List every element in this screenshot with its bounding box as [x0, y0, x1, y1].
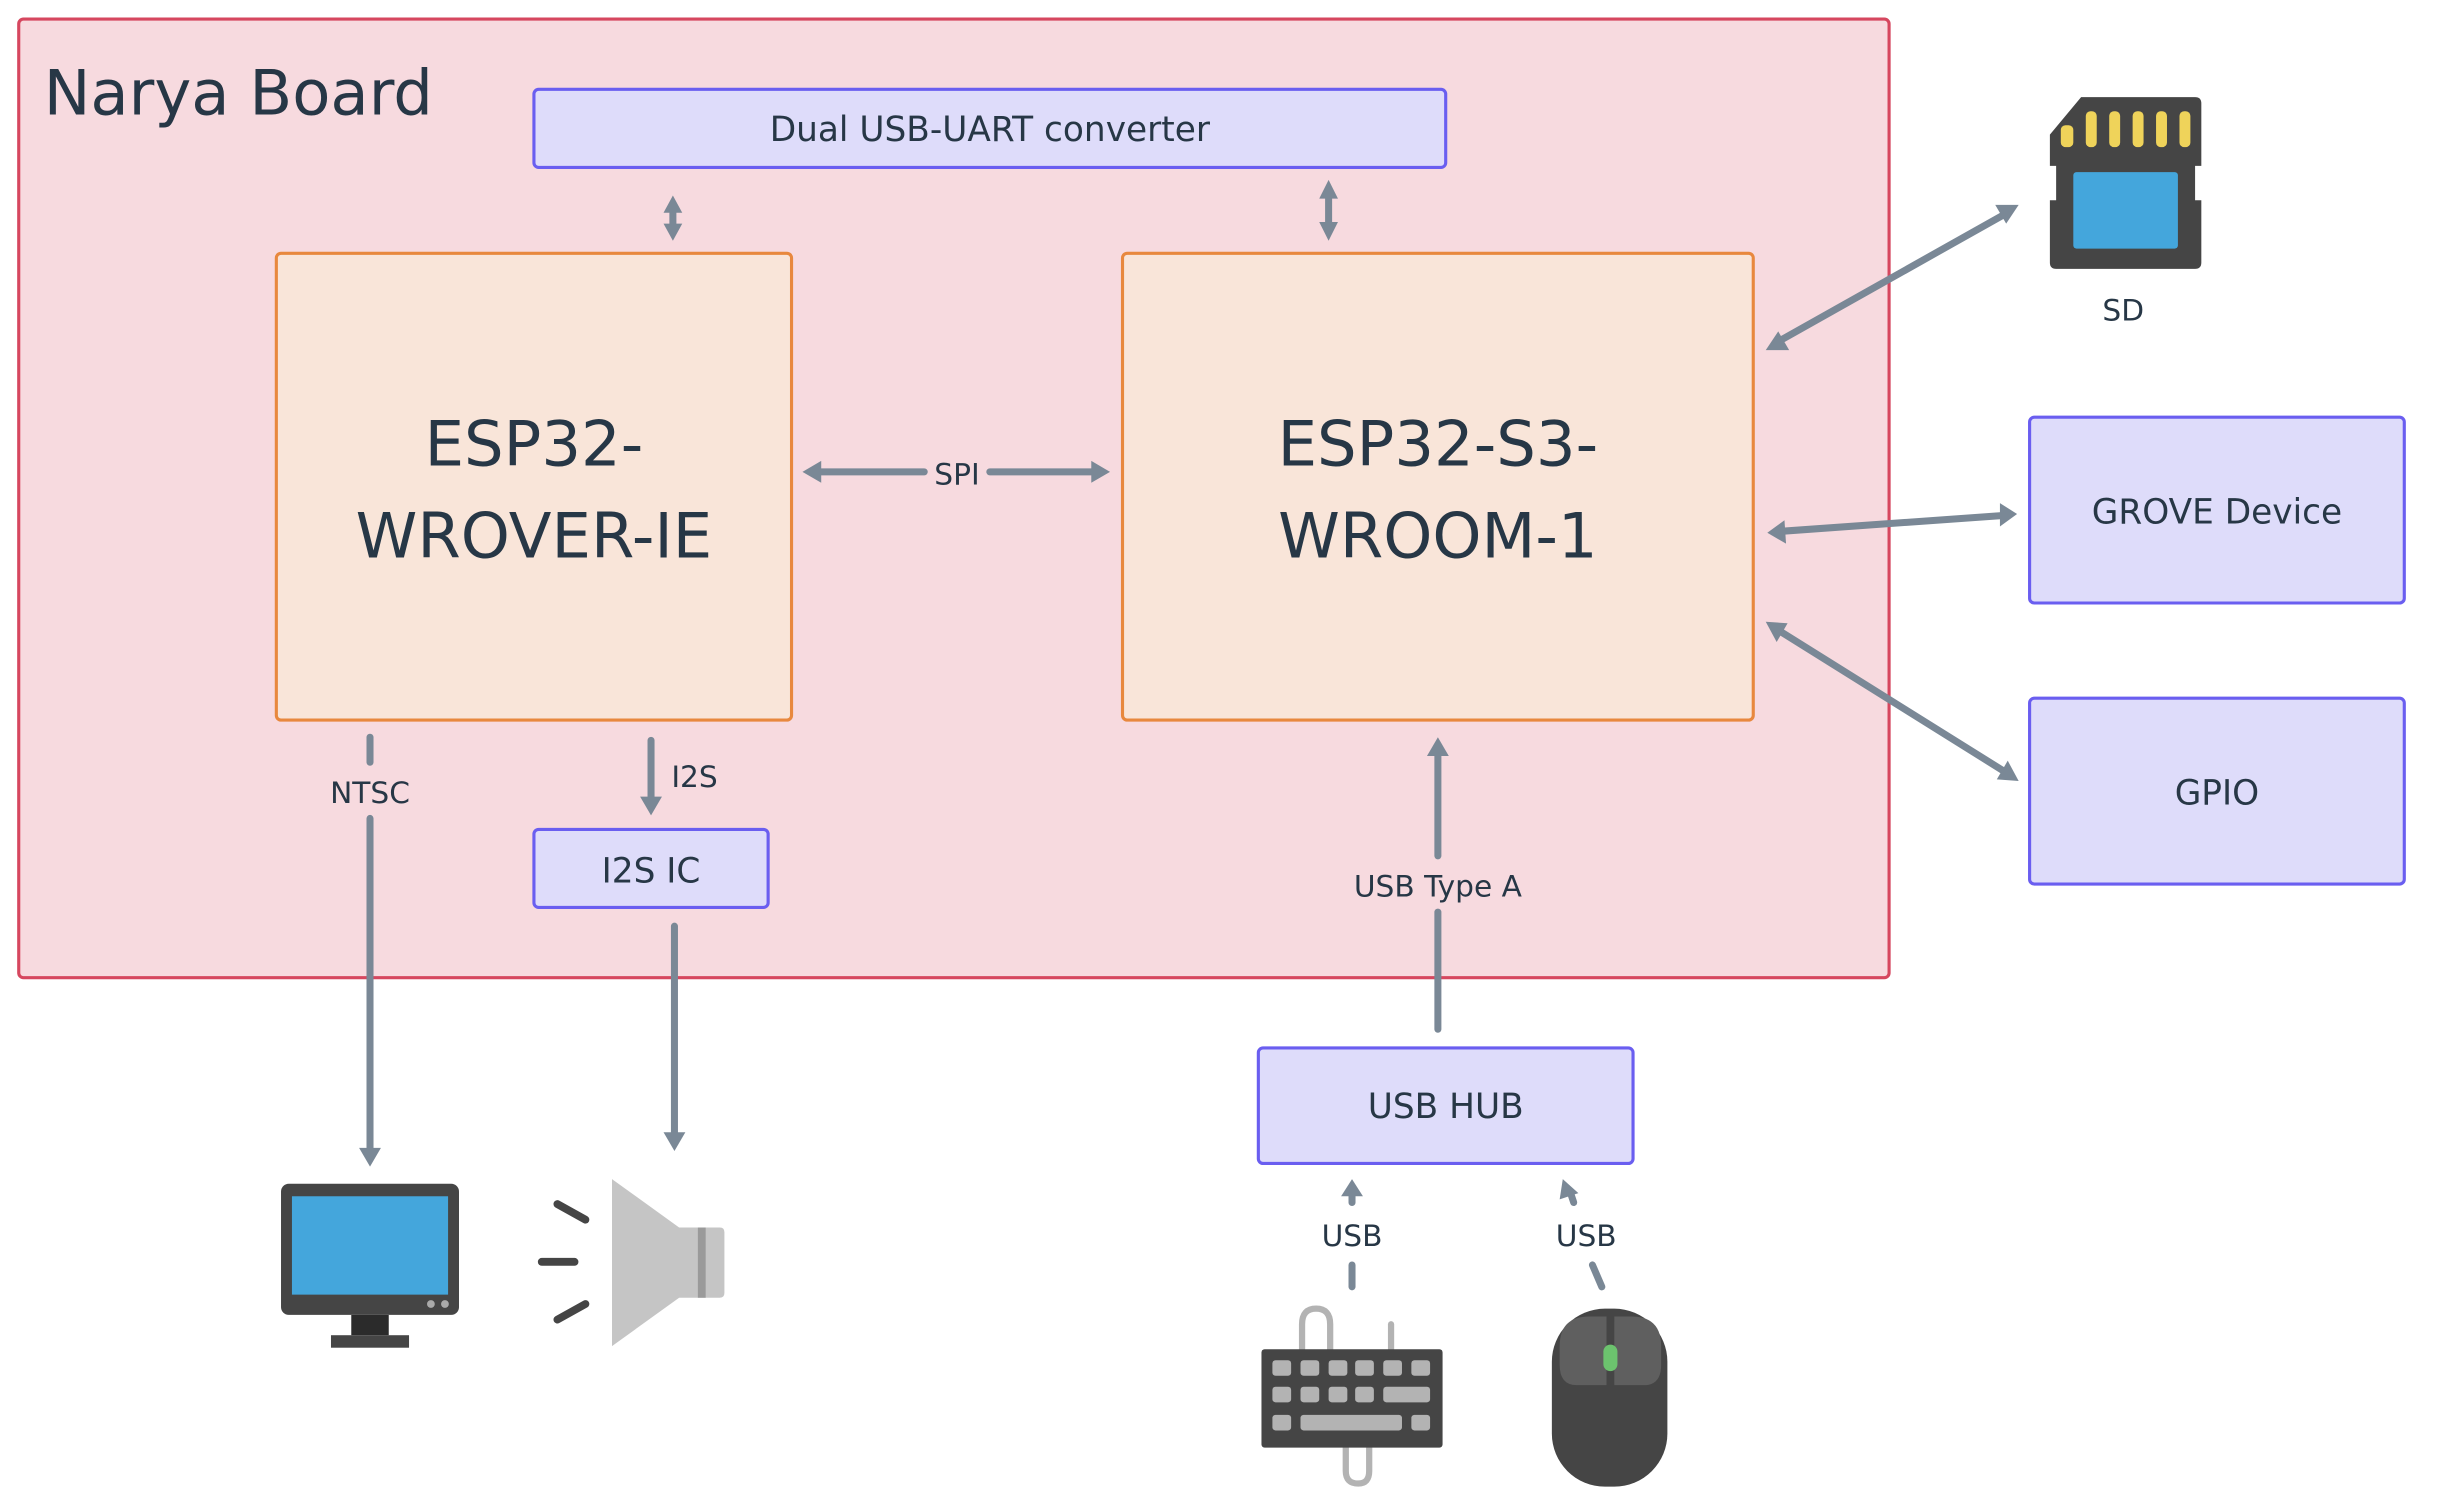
gpio-node[interactable]: GPIO — [2028, 696, 2406, 886]
uart-converter-box[interactable] — [532, 87, 1448, 169]
edge-uart-s3 — [1319, 179, 1338, 241]
usb-hub-node[interactable]: USB HUB — [1256, 1046, 1635, 1166]
grove-device-label: GROVE Device — [2092, 492, 2342, 532]
edge-ntsc: NTSC — [330, 733, 410, 1167]
speaker-icon[interactable] — [537, 1179, 725, 1347]
edge-label-usb-mouse: USB — [1556, 1218, 1617, 1253]
edge-label-ntsc: NTSC — [330, 775, 410, 810]
grove-device-node[interactable]: GROVE Device — [2028, 415, 2406, 605]
edge-label-spi: SPI — [934, 456, 979, 491]
sd-card-icon[interactable] — [2049, 97, 2202, 269]
edge-s3-grove — [1767, 503, 2018, 544]
esp32-wrover-node[interactable]: ESP32- WROVER-IE — [274, 251, 794, 722]
gpio-box[interactable] — [2028, 696, 2406, 886]
edge-label-i2s: I2S — [671, 759, 717, 794]
edge-usb-keyboard: USB — [1322, 1179, 1383, 1291]
edge-usb-mouse: USB — [1556, 1179, 1617, 1291]
i2s-ic-node[interactable]: I2S IC — [532, 827, 770, 909]
edge-s3-gpio — [1765, 621, 2019, 781]
esp32-s3-label-line2: WROOM-1 — [1278, 500, 1598, 573]
i2s-ic-box[interactable] — [532, 827, 770, 909]
usb-hub-label: USB HUB — [1368, 1087, 1524, 1127]
edge-label-usb-keyboard: USB — [1322, 1218, 1383, 1253]
uart-converter-node[interactable]: Dual USB-UART converter — [532, 87, 1448, 169]
gpio-label: GPIO — [2175, 773, 2259, 813]
edge-i2s: I2S — [640, 736, 718, 816]
edge-uart-wrover — [663, 195, 683, 241]
esp32-s3-label-line1: ESP32-S3- — [1278, 408, 1599, 481]
esp32-wrover-label-line2: WROVER-IE — [356, 500, 713, 573]
edge-s3-sd — [1765, 204, 2019, 351]
edge-spi: SPI — [802, 456, 1111, 491]
board-title: Narya Board — [44, 56, 433, 129]
i2s-ic-label: I2S IC — [602, 851, 701, 891]
esp32-wrover-label-line1: ESP32- — [425, 408, 644, 481]
sd-label: SD — [2102, 292, 2144, 327]
esp32-s3-node[interactable]: ESP32-S3- WROOM-1 — [1120, 251, 1755, 722]
edge-label-usb-type-a: USB Type A — [1354, 869, 1523, 904]
monitor-icon[interactable] — [281, 1183, 459, 1348]
grove-device-box[interactable] — [2028, 415, 2406, 605]
esp32-wrover-box[interactable] — [274, 251, 794, 722]
mouse-icon[interactable] — [1551, 1308, 1668, 1487]
keyboard-icon[interactable] — [1261, 1305, 1443, 1487]
esp32-s3-box[interactable] — [1120, 251, 1755, 722]
usb-hub-box[interactable] — [1256, 1046, 1635, 1166]
uart-converter-label: Dual USB-UART converter — [770, 110, 1211, 150]
edge-i2s-ic-speaker — [663, 922, 686, 1151]
edge-usb-type-a: USB Type A — [1354, 737, 1523, 1033]
